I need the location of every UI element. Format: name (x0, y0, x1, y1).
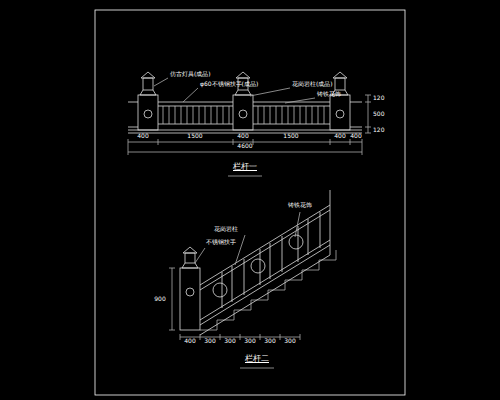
callout-note: 铸铁花饰 (288, 202, 312, 208)
baluster (264, 106, 265, 124)
dimension-text: 300 (244, 338, 255, 344)
callout-note: 花岗岩柱 (214, 226, 238, 232)
baluster (324, 106, 325, 124)
dimension-text: 1500 (187, 133, 202, 139)
baluster (306, 106, 307, 124)
callout-note: 仿古灯具(成品) (170, 71, 211, 77)
dimension-text: 300 (284, 338, 295, 344)
callout-note: 花岗岩柱(成品) (292, 81, 333, 87)
baluster (205, 106, 206, 124)
baluster (270, 106, 271, 124)
sheet-frame (95, 10, 405, 395)
baluster (288, 106, 289, 124)
baluster (211, 106, 212, 124)
baluster (223, 106, 224, 124)
callout-note: 不锈钢扶手 (206, 239, 236, 245)
callout-note: φ60不锈钢扶手(成品) (200, 81, 258, 87)
baluster (163, 106, 164, 124)
railing-elevation (128, 72, 362, 133)
baluster (217, 106, 218, 124)
baluster (312, 106, 313, 124)
dimension-lines (128, 78, 371, 176)
baluster (175, 106, 176, 124)
dimension-text: 300 (264, 338, 275, 344)
baluster (193, 106, 194, 124)
baluster (318, 106, 319, 124)
baluster (229, 106, 230, 124)
dimension-text: 300 (224, 338, 235, 344)
stair-railing (180, 190, 336, 335)
callout-note: 铸铁花饰 (317, 91, 341, 97)
baluster (199, 106, 200, 124)
baluster (300, 106, 301, 124)
baluster (169, 106, 170, 124)
dimension-text: 120 (373, 95, 384, 101)
dimension-text: 400 (184, 338, 195, 344)
drawing-title: 栏杆二 (245, 355, 269, 363)
dimension-text: 4600 (237, 143, 252, 149)
baluster (294, 106, 295, 124)
dimension-text: 400 (237, 133, 248, 139)
baluster (181, 106, 182, 124)
dimension-text: 900 (154, 296, 165, 302)
baluster (258, 106, 259, 124)
dimension-text: 1500 (283, 133, 298, 139)
stair-dimensions (169, 212, 300, 368)
drawing-title: 栏杆一 (233, 163, 257, 171)
dimension-text: 300 (204, 338, 215, 344)
dimension-text: 400 (137, 133, 148, 139)
dimension-text: 400 (334, 133, 345, 139)
baluster (187, 106, 188, 124)
baluster (282, 106, 283, 124)
dimension-text: 400 (350, 133, 361, 139)
dimension-text: 120 (373, 127, 384, 133)
dimension-text: 500 (373, 111, 384, 117)
baluster (276, 106, 277, 124)
